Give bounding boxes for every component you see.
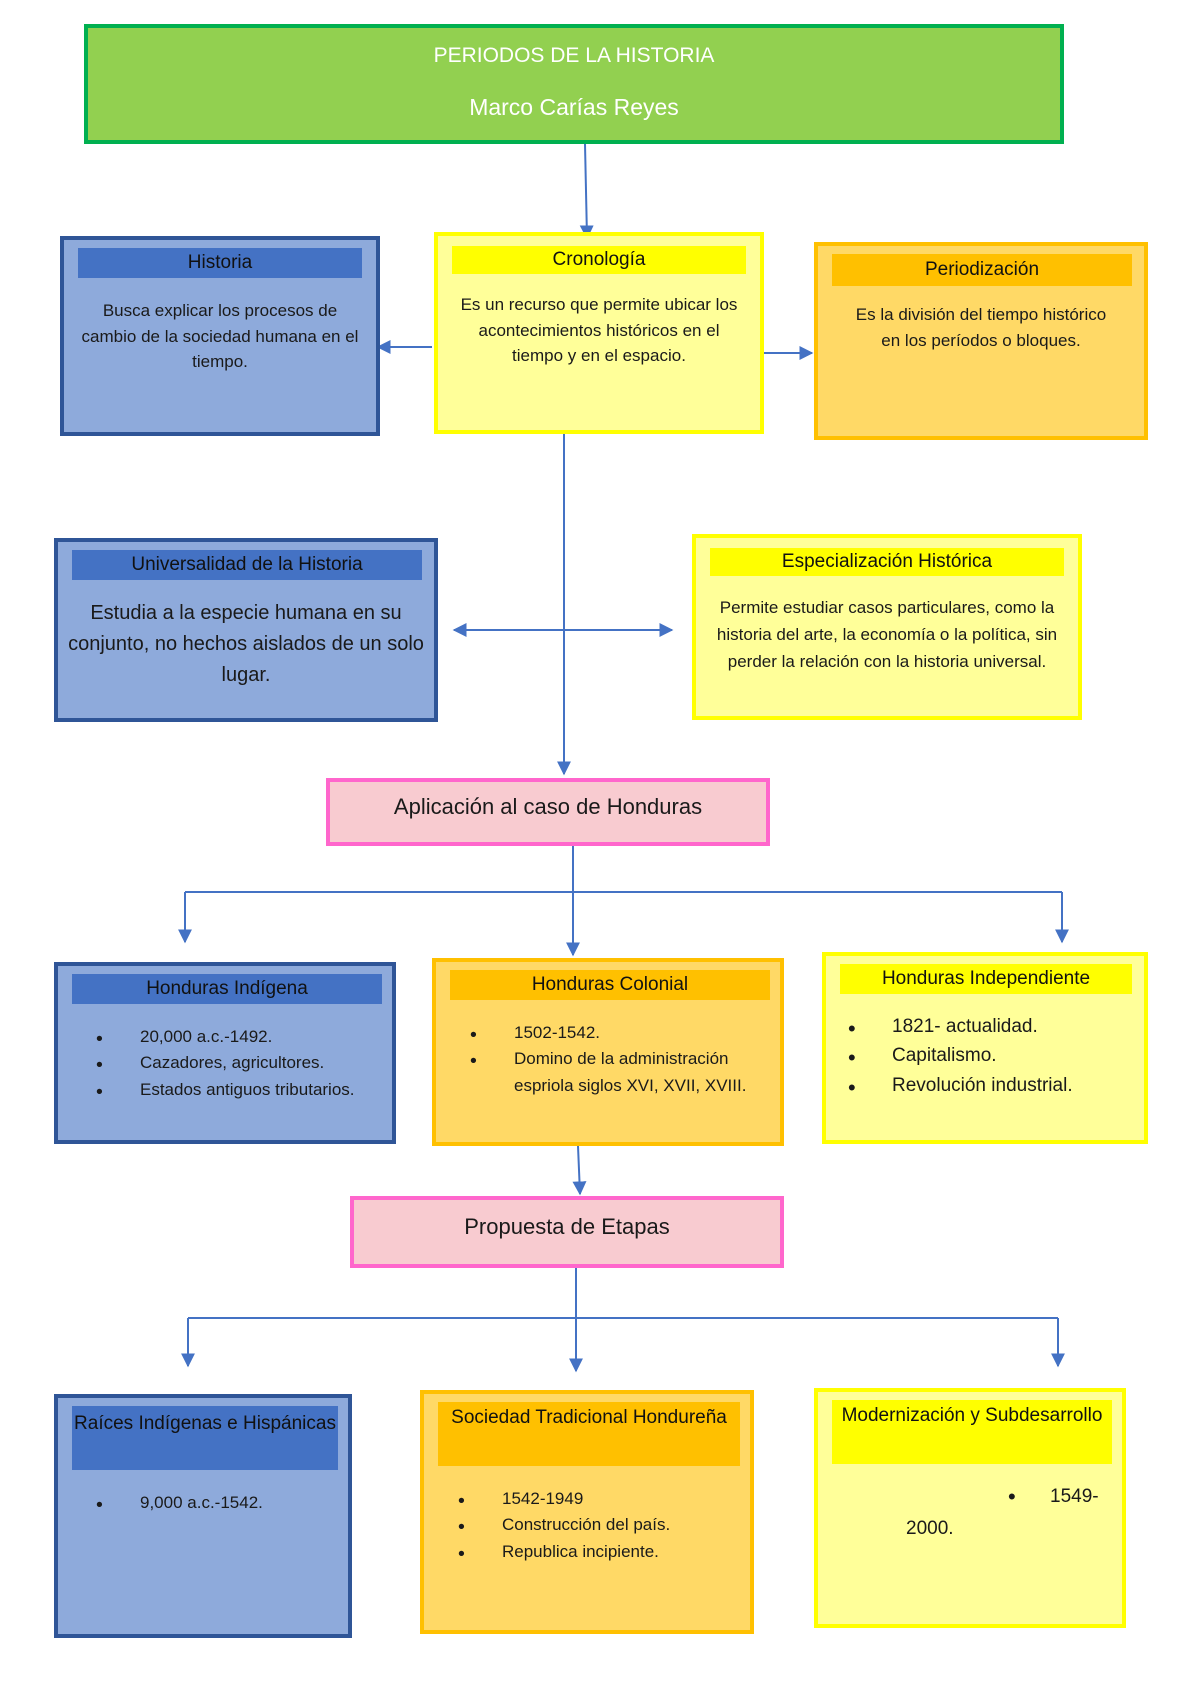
raices-list: 9,000 a.c.-1542.	[92, 1490, 342, 1521]
cronologia-box: Cronología Es un recurso que permite ubi…	[434, 232, 764, 434]
indigena-heading: Honduras Indígena	[72, 974, 382, 1004]
periodizacion-heading: Periodización	[832, 254, 1132, 286]
aplicacion-label: Aplicación al caso de Honduras	[393, 794, 703, 819]
independiente-box: Honduras Independiente 1821- actualidad.…	[822, 952, 1148, 1144]
propuesta-box: Propuesta de Etapas	[350, 1196, 784, 1268]
especializacion-text: Permite estudiar casos particulares, com…	[716, 598, 1058, 672]
cronologia-text: Es un recurso que permite ubicar los aco…	[460, 295, 738, 365]
list-item: Capitalismo.	[844, 1041, 1140, 1075]
modernizacion-box: Modernización y Subdesarrollo • 1549- 20…	[814, 1388, 1126, 1628]
list-item: Estados antiguos tributarios.	[92, 1077, 382, 1108]
list-item: 1821- actualidad.	[844, 1012, 1140, 1046]
indigena-box: Honduras Indígena 20,000 a.c.-1492. Caza…	[54, 962, 396, 1144]
cronologia-heading: Cronología	[452, 246, 746, 274]
modernizacion-value-b: 2000.	[906, 1518, 954, 1539]
title-box: PERIODOS DE LA HISTORIA Marco Carías Rey…	[84, 24, 1064, 144]
list-item: Domino de la administración espriola sig…	[466, 1046, 770, 1099]
title-text: PERIODOS DE LA HISTORIA	[433, 44, 715, 67]
list-item: 20,000 a.c.-1492.	[92, 1024, 382, 1055]
especializacion-box: Especialización Histórica Permite estudi…	[692, 534, 1082, 720]
independiente-list: 1821- actualidad. Capitalismo. Revolució…	[844, 1012, 1140, 1105]
modernizacion-value-a: 1549-	[1050, 1486, 1099, 1507]
historia-heading: Historia	[78, 248, 362, 278]
universalidad-text: Estudia a la especie humana en su conjun…	[68, 602, 424, 686]
sociedad-box: Sociedad Tradicional Hondureña 1542-1949…	[420, 1390, 754, 1634]
especializacion-heading: Especialización Histórica	[710, 548, 1064, 576]
list-item: Revolución industrial.	[844, 1071, 1140, 1105]
propuesta-label: Propuesta de Etapas	[464, 1214, 670, 1239]
sociedad-list: 1542-1949 Construcción del país. Republi…	[454, 1486, 744, 1570]
universalidad-box: Universalidad de la Historia Estudia a l…	[54, 538, 438, 722]
raices-box: Raíces Indígenas e Hispánicas 9,000 a.c.…	[54, 1394, 352, 1638]
author-name: Marco Carías Reyes	[469, 94, 679, 120]
list-item: 9,000 a.c.-1542.	[92, 1490, 342, 1521]
periodizacion-text: Es la división del tiempo histórico en l…	[855, 305, 1107, 350]
arrow-colonial-to-propuesta	[572, 1145, 587, 1196]
sociedad-heading: Sociedad Tradicional Hondureña	[438, 1402, 740, 1466]
aplicacion-box: Aplicación al caso de Honduras	[326, 778, 770, 846]
historia-text: Busca explicar los procesos de cambio de…	[81, 301, 359, 371]
arrow-title-to-cronologia	[579, 143, 594, 240]
list-item: Republica incipiente.	[454, 1539, 744, 1570]
independiente-heading: Honduras Independiente	[840, 964, 1132, 994]
raices-heading: Raíces Indígenas e Hispánicas	[72, 1406, 338, 1470]
list-item: Cazadores, agricultores.	[92, 1050, 382, 1081]
list-item: Construcción del país.	[454, 1512, 744, 1543]
colonial-list: 1502-1542. Domino de la administración e…	[466, 1020, 770, 1099]
modernizacion-heading: Modernización y Subdesarrollo	[832, 1400, 1112, 1464]
indigena-list: 20,000 a.c.-1492. Cazadores, agricultore…	[92, 1024, 382, 1108]
colonial-heading: Honduras Colonial	[450, 970, 770, 1000]
colonial-box: Honduras Colonial 1502-1542. Domino de l…	[432, 958, 784, 1146]
modernizacion-bullet: •	[1008, 1484, 1016, 1509]
list-item: 1502-1542.	[466, 1020, 770, 1051]
historia-box: Historia Busca explicar los procesos de …	[60, 236, 380, 436]
list-item: 1542-1949	[454, 1486, 744, 1517]
periodizacion-box: Periodización Es la división del tiempo …	[814, 242, 1148, 440]
universalidad-heading: Universalidad de la Historia	[72, 550, 422, 580]
